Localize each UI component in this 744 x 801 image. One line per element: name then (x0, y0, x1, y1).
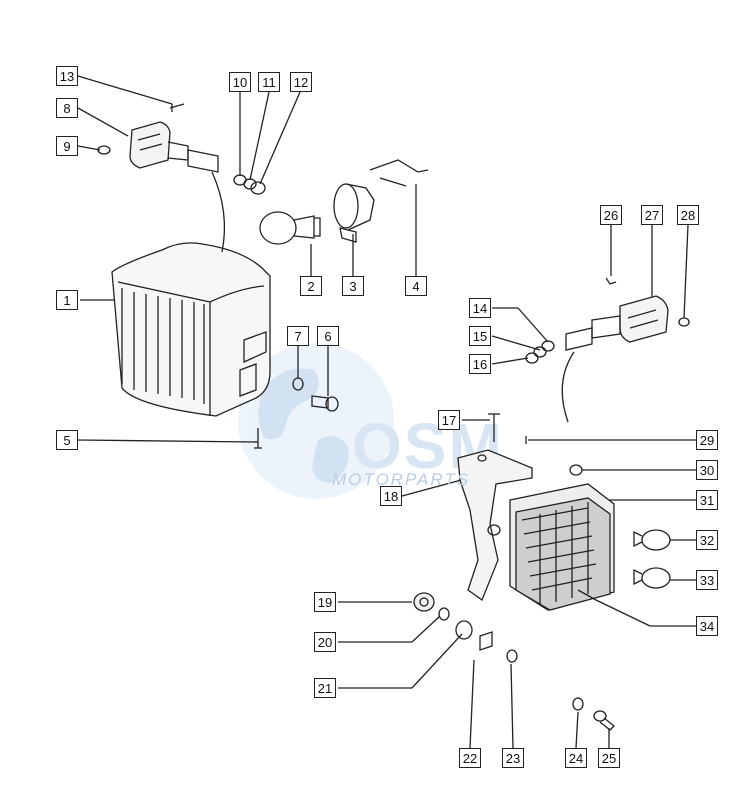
callout-14: 14 (469, 298, 491, 318)
washer-24 (572, 697, 584, 711)
nut-28 (678, 317, 690, 327)
callout-21: 21 (314, 678, 336, 698)
bolt-6 (311, 395, 339, 412)
front-turn-signal (129, 121, 226, 253)
callout-28: 28 (677, 205, 699, 225)
callout-13: 13 (56, 66, 78, 86)
callout-9: 9 (56, 136, 78, 156)
watermark-text: MOTORPARTS (332, 470, 471, 489)
bulb-2 (259, 211, 321, 245)
callout-29: 29 (696, 430, 718, 450)
callout-17: 17 (438, 410, 460, 430)
callout-4: 4 (405, 276, 427, 296)
callout-1: 1 (56, 290, 78, 310)
washer-23 (506, 649, 518, 663)
watermark-logo: OSM (238, 343, 502, 499)
bolt-25 (593, 710, 615, 731)
callout-11: 11 (258, 72, 280, 92)
bolt-17 (488, 413, 500, 442)
callout-25: 25 (598, 748, 620, 768)
callout-32: 32 (696, 530, 718, 550)
callout-15: 15 (469, 326, 491, 346)
bulb-holder-3 (333, 183, 375, 243)
callout-34: 34 (696, 616, 718, 636)
callout-23: 23 (502, 748, 524, 768)
callout-12: 12 (290, 72, 312, 92)
clip-4 (369, 159, 429, 187)
bulb-32 (633, 529, 671, 551)
callout-20: 20 (314, 632, 336, 652)
callout-22: 22 (459, 748, 481, 768)
callout-19: 19 (314, 592, 336, 612)
headlamp-housing (111, 242, 271, 417)
grommet-21 (455, 620, 473, 640)
callout-6: 6 (317, 326, 339, 346)
rear-turn-signal (561, 295, 669, 423)
callout-10: 10 (229, 72, 251, 92)
license-plate-bracket (457, 449, 533, 602)
callout-26: 26 (600, 205, 622, 225)
spacer-22 (479, 631, 493, 651)
screw-5 (254, 428, 262, 449)
callout-30: 30 (696, 460, 718, 480)
screw-13 (169, 103, 185, 112)
callout-27: 27 (641, 205, 663, 225)
washer-30 (569, 464, 583, 476)
callout-16: 16 (469, 354, 491, 374)
callout-33: 33 (696, 570, 718, 590)
bolt-29 (525, 436, 542, 444)
bulb-33 (633, 567, 671, 589)
screw-34 (577, 589, 597, 601)
screw-26 (605, 277, 617, 285)
callout-3: 3 (342, 276, 364, 296)
nut-19 (413, 592, 435, 612)
nut-9 (97, 145, 111, 155)
callout-2: 2 (300, 276, 322, 296)
washer-20 (438, 607, 450, 621)
callout-31: 31 (696, 490, 718, 510)
callout-7: 7 (287, 326, 309, 346)
tail-light-31 (509, 483, 615, 611)
washer-7 (292, 377, 304, 391)
callout-8: 8 (56, 98, 78, 118)
callout-18: 18 (380, 486, 402, 506)
callout-5: 5 (56, 430, 78, 450)
callout-24: 24 (565, 748, 587, 768)
